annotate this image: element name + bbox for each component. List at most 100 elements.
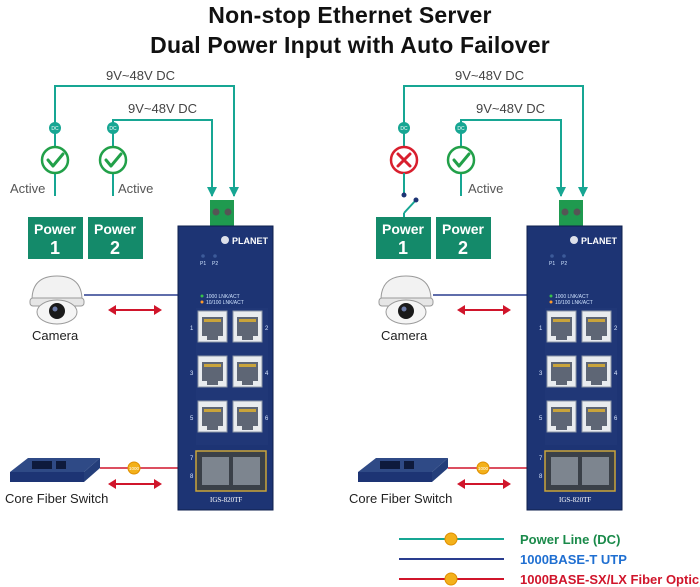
port-number: 8 (539, 474, 543, 480)
core-switch-icon (358, 458, 448, 482)
led-p2-label: P2 (212, 261, 218, 267)
power1-number: 1 (50, 238, 60, 258)
check-mark-icon (46, 152, 65, 168)
scenario-right: 9V~48V DC 9V~48V DC DC DC Active Power 1… (349, 68, 623, 511)
rj45-port-1 (546, 310, 577, 343)
supply-label-outer: 9V~48V DC (106, 68, 175, 83)
device-brand: PLANET (581, 236, 618, 246)
bidirectional-arrow-icon (108, 479, 162, 489)
legend-item-fiber: 1000BASE-SX/LX Fiber Optic (399, 572, 699, 587)
legend-label: Power Line (DC) (520, 532, 620, 547)
planet-logo-icon (221, 236, 229, 244)
port-number: 7 (190, 456, 194, 462)
port-number: 6 (614, 416, 618, 422)
led-legend1: 1000 LNK/ACT (206, 294, 240, 300)
device-brand: PLANET (232, 236, 269, 246)
rj45-port-3 (197, 355, 228, 388)
power2-box (436, 217, 491, 259)
legend-label: 1000BASE-T UTP (520, 552, 627, 567)
rj45-port-5 (546, 400, 577, 433)
check-mark-icon (104, 152, 123, 168)
power2-number: 2 (110, 238, 120, 258)
camera-icon (29, 275, 85, 325)
led-legend2: 10/100 LNK/ACT (555, 300, 593, 306)
port-number: 8 (190, 474, 194, 480)
camera-label: Camera (381, 328, 428, 343)
dc-badge-text: DC (51, 126, 59, 132)
power1-box (376, 217, 431, 259)
fiber-badge-text: 1000 (129, 466, 140, 471)
power1-box (28, 217, 83, 259)
dc-badge (107, 122, 119, 134)
power1-word: Power (382, 221, 425, 237)
planet-switch-device: PLANET P1 P2 1000 LNK/ACT 10/100 LNK/ACT… (177, 200, 274, 511)
fiber-badge (476, 461, 490, 475)
diagram-title-line2: Dual Power Input with Auto Failover (150, 32, 550, 58)
bidirectional-arrow-icon (457, 479, 511, 489)
port-number: 4 (265, 371, 269, 377)
dc-badge (398, 122, 410, 134)
port-number: 1 (190, 326, 194, 332)
scenario-left: 9V~48V DC 9V~48V DC DC DC Active Active … (5, 68, 274, 511)
port-number: 3 (190, 371, 194, 377)
planet-switch-device: PLANET P1 P2 1000 LNK/ACT 10/100 LNK/ACT… (526, 200, 623, 511)
diagram-title-line1: Non-stop Ethernet Server (208, 2, 492, 28)
check-mark-icon (452, 152, 471, 168)
led-p1-label: P1 (549, 261, 555, 267)
legend-label: 1000BASE-SX/LX Fiber Optic (520, 572, 699, 587)
legend: Power Line (DC) 1000BASE-T UTP 1000BASE-… (399, 532, 699, 587)
core-switch-label: Core Fiber Switch (349, 491, 452, 506)
supply-label-outer: 9V~48V DC (455, 68, 524, 83)
dc-badge (455, 122, 467, 134)
bidirectional-arrow-icon (108, 305, 162, 315)
core-switch-label: Core Fiber Switch (5, 491, 108, 506)
dc-badge-text: DC (400, 126, 408, 132)
port-number: 2 (614, 326, 618, 332)
ok-check-icon (446, 145, 476, 175)
led-legend1: 1000 LNK/ACT (555, 294, 589, 300)
bidirectional-arrow-icon (457, 305, 511, 315)
open-switch-icon (401, 173, 419, 218)
port-number: 7 (539, 456, 543, 462)
led-legend2: 10/100 LNK/ACT (206, 300, 244, 306)
device-model: IGS-820TF (559, 496, 591, 504)
rj45-port-4 (581, 355, 612, 388)
fiber-badge-text: 1000 (478, 466, 489, 471)
rj45-port-2 (232, 310, 263, 343)
power2-number: 2 (458, 238, 468, 258)
legend-item-utp: 1000BASE-T UTP (399, 552, 627, 567)
port-number: 3 (539, 371, 543, 377)
rj45-port-6 (232, 400, 263, 433)
power2-word: Power (442, 221, 485, 237)
rj45-port-3 (546, 355, 577, 388)
rj45-port-4 (232, 355, 263, 388)
dc-badge-text: DC (109, 126, 117, 132)
port-number: 5 (190, 416, 194, 422)
dc-badge-text: DC (457, 126, 465, 132)
camera-icon (378, 275, 434, 325)
led-p2-label: P2 (561, 261, 567, 267)
port-number: 6 (265, 416, 269, 422)
rj45-port-5 (197, 400, 228, 433)
camera-label: Camera (32, 328, 79, 343)
supply-label-inner: 9V~48V DC (476, 101, 545, 116)
power2-status: Active (468, 181, 503, 196)
rj45-port-2 (581, 310, 612, 343)
device-model: IGS-820TF (210, 496, 242, 504)
power-line-outer (403, 85, 588, 197)
rj45-port-6 (581, 400, 612, 433)
power2-word: Power (94, 221, 137, 237)
port-number: 5 (539, 416, 543, 422)
power-line-outer (54, 85, 239, 197)
power2-box (88, 217, 143, 259)
rj45-port-1 (197, 310, 228, 343)
led-p1-label: P1 (200, 261, 206, 267)
port-number: 4 (614, 371, 618, 377)
ok-check-icon (98, 145, 128, 175)
fiber-badge (127, 461, 141, 475)
ok-check-icon (40, 145, 70, 175)
port-number: 2 (265, 326, 269, 332)
x-mark-icon (396, 152, 412, 168)
port-number: 1 (539, 326, 543, 332)
